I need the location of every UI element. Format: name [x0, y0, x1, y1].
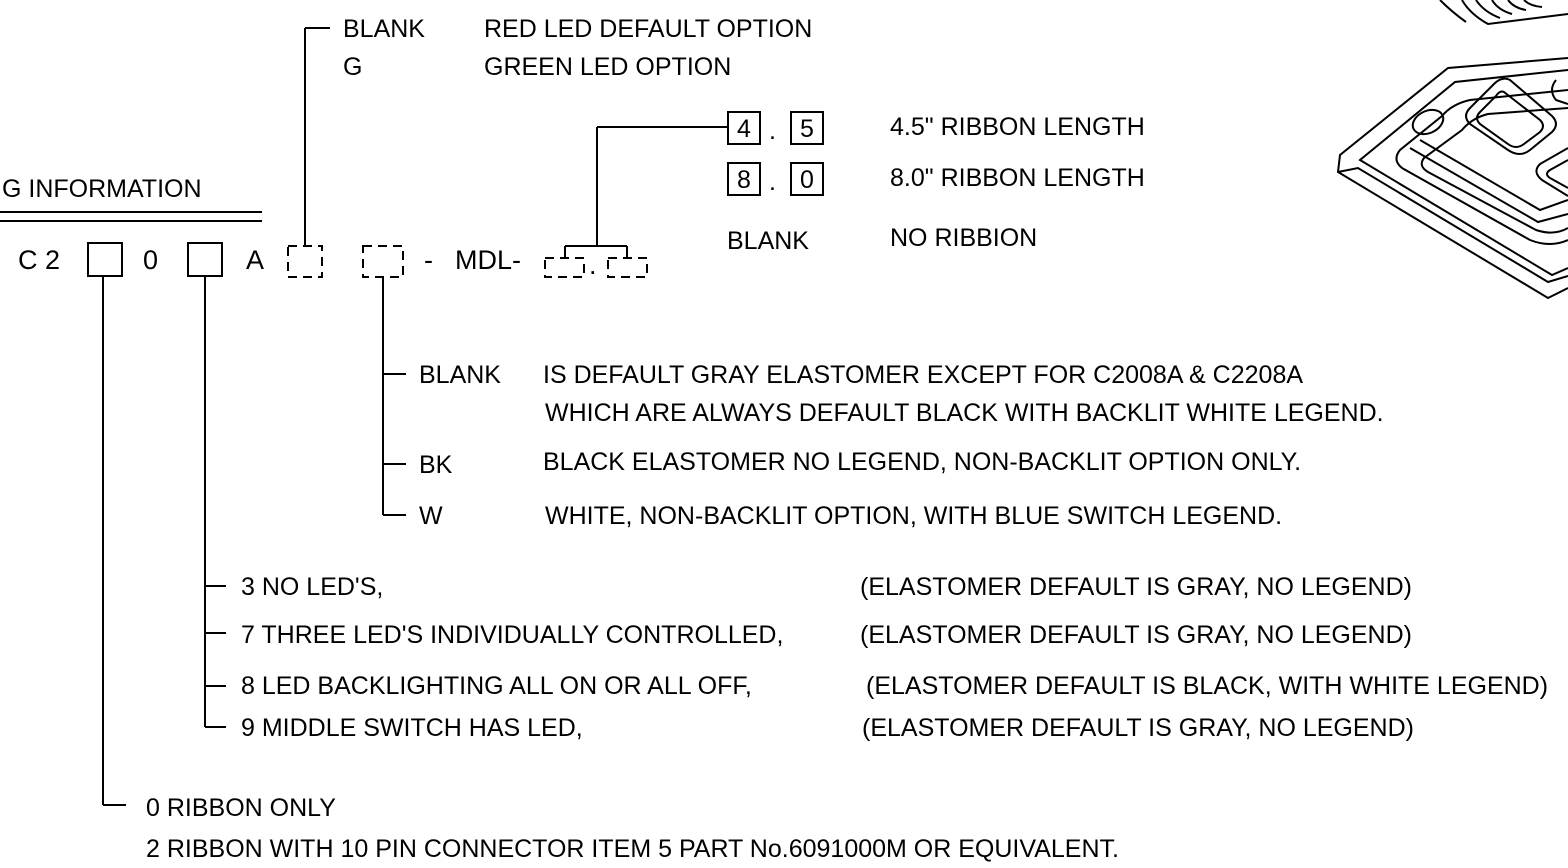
code-letter-a: A — [246, 245, 264, 275]
led-color-code-blank: BLANK — [343, 15, 425, 43]
elastomer-code-w: W — [419, 502, 443, 530]
led-type-note-8: (ELASTOMER DEFAULT IS BLACK, WITH WHITE … — [866, 672, 1548, 700]
ribbon-blank-code: BLANK — [727, 227, 809, 255]
led-color-code-g: G — [343, 53, 362, 81]
ribbon-45-dot: . — [769, 117, 776, 145]
section-heading: G INFORMATION — [2, 175, 202, 203]
ribbon-length-field-box-1 — [544, 257, 585, 278]
keypad-button-top — [1476, 90, 1544, 148]
led-type-desc-8: 8 LED BACKLIGHTING ALL ON OR ALL OFF, — [241, 672, 752, 700]
led-color-field-box — [287, 245, 323, 278]
led-type-field-box — [187, 242, 223, 277]
elastomer-desc-bk: BLACK ELASTOMER NO LEGEND, NON-BACKLIT O… — [543, 448, 1301, 476]
led-color-desc-blank: RED LED DEFAULT OPTION — [484, 15, 812, 43]
ribbon-45-digit1: 4 — [737, 115, 751, 143]
connector-field-box — [87, 242, 123, 277]
elastomer-desc-blank-2: WHICH ARE ALWAYS DEFAULT BLACK WITH BACK… — [545, 399, 1384, 427]
ribbon-length-field-box-2 — [607, 257, 648, 278]
keypad-drawing — [1336, 0, 1568, 300]
code-ribbon-dot: . — [589, 250, 597, 280]
led-type-desc-7: 7 THREE LED'S INDIVIDUALLY CONTROLLED, — [241, 621, 783, 649]
ribbon-digit-box — [727, 162, 761, 196]
ribbon-digit-box — [727, 111, 761, 145]
ribbon-80-dot: . — [769, 168, 776, 196]
mounting-hole-icon — [1411, 108, 1445, 136]
keypad-bezel-ring — [1419, 139, 1568, 212]
keypad-base-outline — [1336, 57, 1568, 300]
elastomer-desc-blank: IS DEFAULT GRAY ELASTOMER EXCEPT FOR C20… — [543, 361, 1303, 389]
keypad-button-top — [1546, 159, 1568, 189]
keypad-button-icon — [1535, 147, 1568, 197]
led-type-note-7: (ELASTOMER DEFAULT IS GRAY, NO LEGEND) — [860, 621, 1412, 649]
ribbon-80-digit1: 8 — [737, 166, 751, 194]
connector-desc-2: 2 RIBBON WITH 10 PIN CONNECTOR ITEM 5 PA… — [146, 835, 1119, 863]
keypad-base-edge — [1337, 166, 1568, 284]
mounting-hole-icon — [1551, 79, 1568, 105]
ribbon-digit-box — [790, 162, 824, 196]
led-type-note-9: (ELASTOMER DEFAULT IS GRAY, NO LEGEND) — [862, 714, 1414, 742]
code-hyphen: - — [424, 245, 433, 275]
led-color-desc-g: GREEN LED OPTION — [484, 53, 731, 81]
elastomer-code-bk: BK — [419, 451, 453, 479]
keypad-bezel-inner — [1420, 107, 1568, 234]
keypad-button-icon — [1465, 77, 1557, 155]
ribbon-80-desc: 8.0" RIBBON LENGTH — [890, 164, 1145, 192]
led-type-desc-9: 9 MIDDLE SWITCH HAS LED, — [241, 714, 583, 742]
ribbon-cable-icon — [1439, 0, 1568, 26]
ribbon-digit-box — [790, 111, 824, 145]
code-prefix-c2: C 2 — [18, 245, 60, 275]
elastomer-field-box — [362, 245, 404, 278]
led-type-note-3: (ELASTOMER DEFAULT IS GRAY, NO LEGEND) — [860, 573, 1412, 601]
code-zero: 0 — [143, 245, 158, 275]
keypad-bezel — [1395, 89, 1568, 245]
led-type-desc-3: 3 NO LED'S, — [241, 573, 383, 601]
elastomer-code-blank: BLANK — [419, 361, 501, 389]
keypad-bezel-ring — [1409, 147, 1568, 224]
keypad-base-top — [1358, 69, 1568, 277]
ribbon-45-digit2: 5 — [800, 115, 814, 143]
connector-desc-0: 0 RIBBON ONLY — [146, 794, 336, 822]
ribbon-blank-desc: NO RIBBION — [890, 224, 1037, 252]
elastomer-desc-w: WHITE, NON-BACKLIT OPTION, WITH BLUE SWI… — [545, 502, 1282, 530]
ribbon-80-digit2: 0 — [800, 166, 814, 194]
code-mdl: MDL- — [455, 245, 521, 275]
ribbon-45-desc: 4.5" RIBBON LENGTH — [890, 113, 1145, 141]
